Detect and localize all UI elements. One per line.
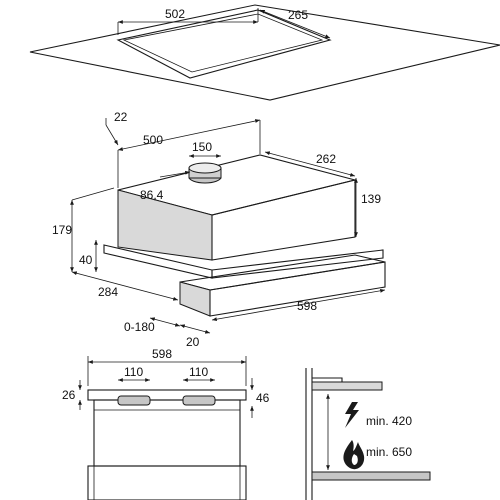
top-offset-label: 22 [114, 110, 128, 124]
extension-label: 0-180 [124, 320, 155, 334]
hood-depth-dimension [264, 151, 356, 177]
extension-dimension [149, 317, 181, 327]
side-hood [311, 381, 383, 391]
right-slot [182, 395, 216, 406]
outlet-diameter-label: 150 [192, 140, 212, 154]
cutout-depth-dimension [259, 9, 331, 39]
hood-drawing: 22 500 150 262 86,4 139 179 40 284 0-180… [52, 110, 386, 349]
cutout-drawing: 502 265 [29, 4, 500, 101]
panel-width-label: 598 [297, 299, 317, 313]
right-gap-label: 46 [256, 391, 270, 405]
hood-side-face [211, 179, 356, 261]
left-gap-label: 26 [62, 388, 76, 402]
electric-hob-icon [345, 402, 359, 428]
cutout-outline [116, 9, 332, 79]
hood-width-label: 500 [143, 133, 163, 147]
front-lower-cabinet [87, 465, 247, 500]
total-height-label: 179 [52, 223, 72, 237]
panel-side [209, 261, 386, 317]
top-offset-dimension [105, 124, 119, 146]
outlet-top [188, 162, 222, 174]
panel-thickness-label: 20 [186, 335, 200, 349]
front-height-label: 40 [79, 253, 93, 267]
cutout-width-label: 502 [165, 7, 185, 21]
panel-width-dimension [211, 288, 386, 322]
hob-surface [311, 471, 431, 481]
install-drawing: min. 420 min. 650 [305, 368, 431, 500]
left-slot [117, 395, 151, 406]
front-depth-label: 284 [98, 285, 118, 299]
panel-front [179, 281, 211, 317]
hood-front-face [117, 189, 213, 261]
left-slot-label: 110 [124, 365, 143, 379]
hood-width-dimension [117, 119, 261, 151]
gas-min-label: min. 650 [366, 445, 412, 459]
front-width-label: 598 [152, 347, 172, 361]
body-height-label: 139 [361, 192, 381, 206]
hood-depth-label: 262 [316, 152, 336, 166]
outlet-offset-dimension [159, 170, 191, 178]
outlet-offset-label: 86,4 [140, 188, 164, 202]
electric-min-label: min. 420 [366, 414, 412, 428]
gas-hob-icon-inner [351, 454, 358, 465]
hood-base-side [211, 249, 384, 279]
front-view-drawing: 598 110 110 26 46 [62, 347, 270, 500]
right-slot-label: 110 [189, 365, 208, 379]
front-top-plate [87, 389, 247, 401]
cabinet-surface [29, 4, 500, 101]
panel-thickness-dimension [179, 324, 211, 334]
cutout-depth-label: 265 [288, 8, 308, 22]
front-depth-dimension [71, 271, 179, 301]
